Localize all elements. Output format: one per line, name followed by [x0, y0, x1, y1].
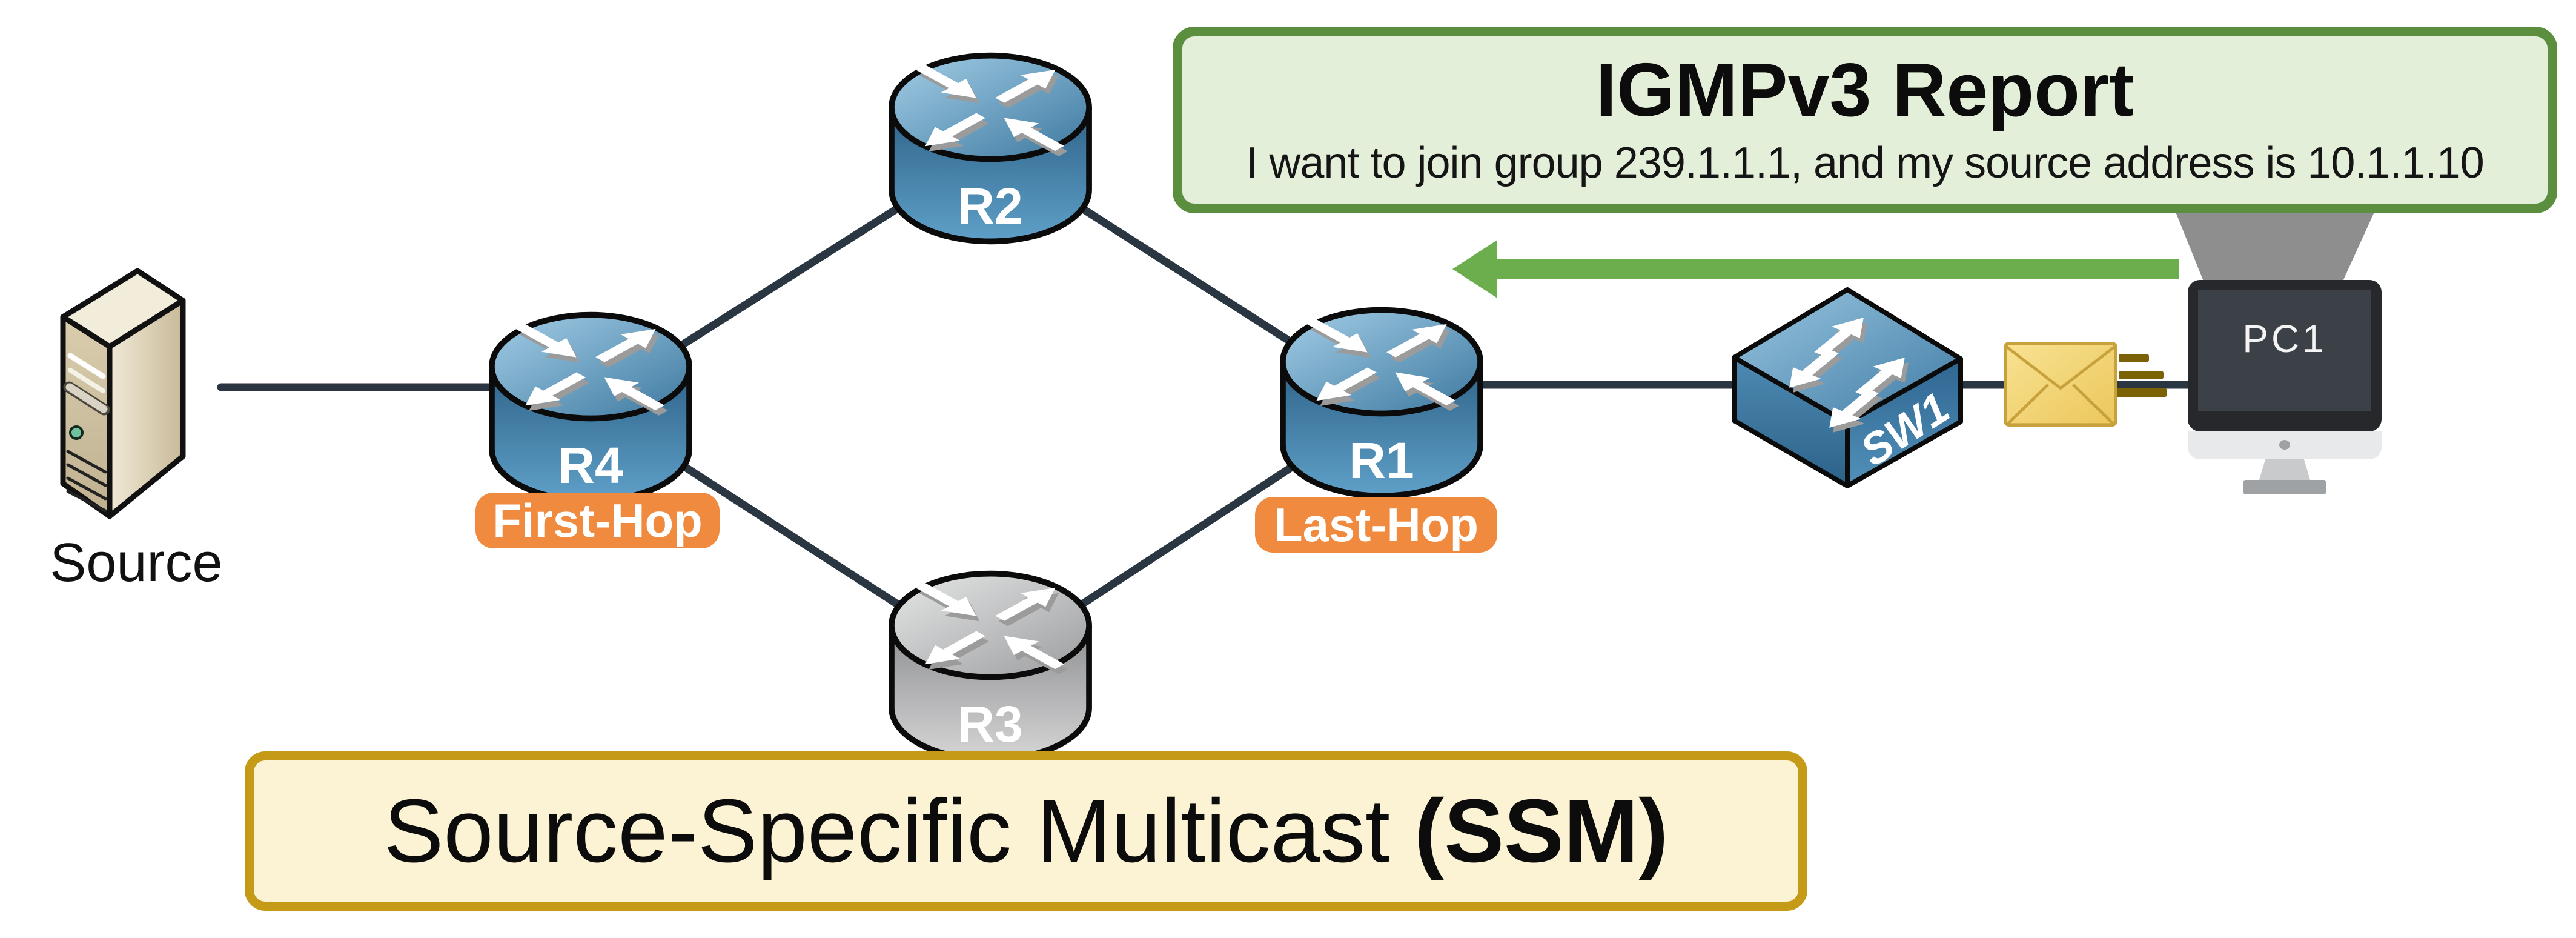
igmp-packet — [2002, 341, 2119, 427]
router-r2-label: R2 — [958, 178, 1023, 234]
last-hop-badge: Last-Hop — [1255, 497, 1497, 553]
router-r4-label: R4 — [558, 437, 623, 494]
router-r3: R3 — [884, 567, 1096, 767]
switch-sw1: SW1 — [1729, 285, 1965, 488]
server-icon — [60, 268, 186, 519]
callout-body: I want to join group 239.1.1.1, and my s… — [1246, 139, 2484, 188]
router-icon — [889, 52, 1092, 245]
source-label: Source — [50, 533, 223, 593]
router-icon — [889, 570, 1092, 763]
monitor-camera-dot — [2279, 440, 2290, 450]
router-r3-label: R3 — [958, 696, 1023, 753]
first-hop-badge: First-Hop — [475, 493, 720, 548]
envelope-icon — [2004, 341, 2117, 427]
pc1-computer: PC1 — [2188, 280, 2382, 494]
ssm-banner: Source-Specific Multicast (SSM) — [245, 751, 1807, 911]
igmpv3-report-callout: IGMPv3 Report I want to join group 239.1… — [1173, 27, 2557, 213]
monitor-stand-neck — [2259, 459, 2310, 480]
igmp-report-arrow-icon — [1452, 240, 2179, 298]
router-r2: R2 — [884, 48, 1096, 248]
router-r1: R1 — [1276, 303, 1488, 503]
router-icon — [1280, 307, 1483, 499]
callout-tail — [2176, 212, 2374, 281]
envelope-motion-lines — [2115, 354, 2167, 397]
callout-title: IGMPv3 Report — [1595, 48, 2134, 132]
source-server — [45, 251, 227, 524]
ssm-banner-abbrev: (SSM) — [1414, 780, 1669, 881]
ssm-banner-text: Source-Specific Multicast — [383, 780, 1391, 881]
router-r4: R4 — [485, 308, 697, 508]
monitor-stand-base — [2243, 480, 2326, 494]
monitor-screen — [2198, 290, 2371, 411]
router-r1-label: R1 — [1349, 432, 1414, 489]
switch-icon — [1732, 287, 1963, 488]
pc1-label: PC1 — [2242, 317, 2327, 361]
